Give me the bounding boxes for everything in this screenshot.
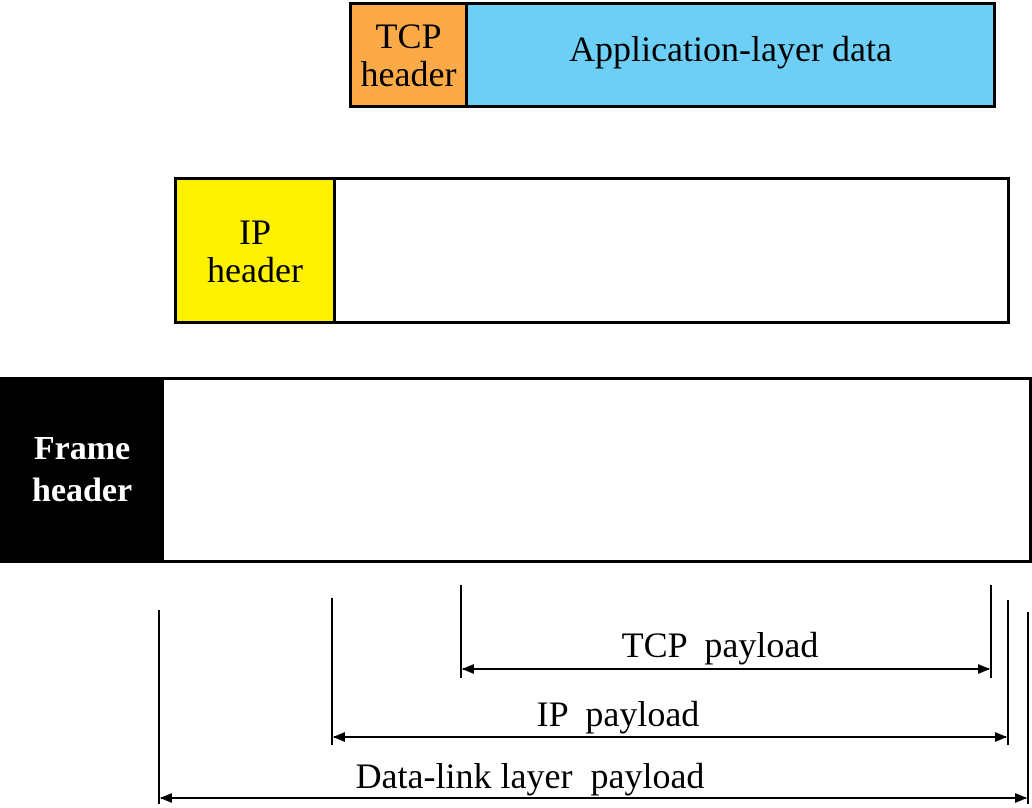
ip-payload-label: IP payload <box>536 694 700 734</box>
frame-header-box: Frame header <box>0 377 164 563</box>
tcp-header-label: TCP header <box>360 16 457 94</box>
ip-header-label: IP header <box>207 211 303 290</box>
datalink-payload-label: Data-link layer payload <box>355 756 705 796</box>
application-data-box: Application-layer data <box>465 2 996 108</box>
frame-header-label: Frame header <box>31 430 133 509</box>
tcp-payload-label: TCP payload <box>621 625 819 665</box>
frame-payload-box <box>161 377 1032 563</box>
application-data-label: Application-layer data <box>569 29 892 69</box>
ip-header-box: IP header <box>174 177 336 324</box>
ip-payload-box <box>333 177 1010 324</box>
tcp-header-box: TCP header <box>349 2 468 108</box>
